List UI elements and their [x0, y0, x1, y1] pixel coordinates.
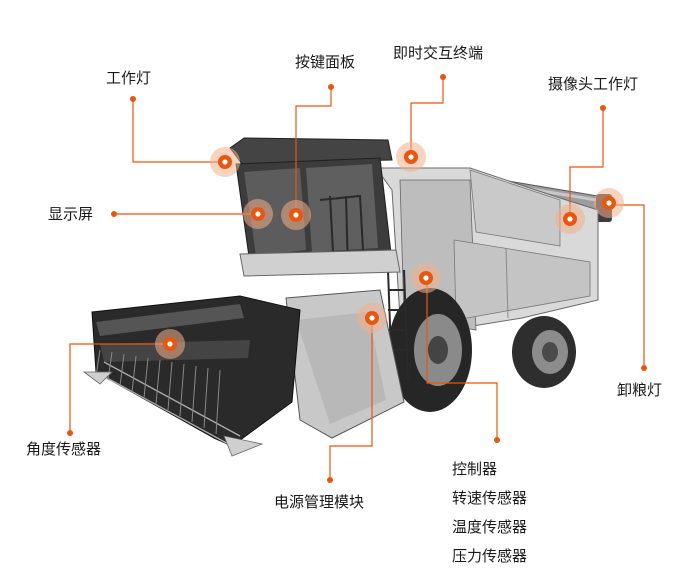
label-angle-sensor: 角度传感器: [26, 440, 102, 458]
callout-markers: [155, 142, 624, 359]
component-list-item: 转速传感器: [452, 489, 528, 507]
label-display-screen: 显示屏: [48, 205, 94, 223]
label-power-module: 电源管理模块: [274, 493, 365, 511]
marker-angle-sensor: [155, 329, 185, 359]
marker-unloading-light: [594, 188, 624, 218]
marker-controller: [411, 263, 441, 293]
line-end-dots: [67, 74, 647, 483]
label-keypad-panel: 按键面板: [295, 53, 356, 71]
marker-interactive-terminal: [396, 142, 426, 172]
component-list: 控制器 转速传感器 温度传感器 压力传感器: [452, 455, 527, 571]
label-work-light: 工作灯: [106, 69, 152, 87]
marker-display-screen: [243, 199, 273, 229]
line-power-module: [329, 318, 373, 480]
line-controller: [426, 278, 498, 440]
component-list-item: 压力传感器: [452, 547, 528, 565]
label-interactive-terminal: 即时交互终端: [393, 44, 484, 62]
line-camera-work-light: [569, 108, 604, 218]
marker-power-module: [357, 303, 387, 333]
cab-roof: [229, 137, 393, 165]
line-work-light: [132, 99, 224, 163]
label-unloading-light: 卸粮灯: [617, 381, 663, 399]
line-interactive-terminal: [410, 77, 444, 156]
marker-work-light: [210, 147, 240, 177]
harvester-body: [82, 137, 612, 457]
marker-camera-work-light: [555, 204, 585, 234]
marker-keypad-panel: [281, 200, 311, 230]
component-list-item: 控制器: [452, 460, 498, 478]
line-angle-sensor: [69, 343, 170, 433]
component-list-item: 温度传感器: [452, 518, 528, 536]
line-keypad-panel: [295, 87, 332, 214]
label-camera-work-light: 摄像头工作灯: [548, 75, 639, 93]
line-unloading-light: [610, 204, 645, 368]
